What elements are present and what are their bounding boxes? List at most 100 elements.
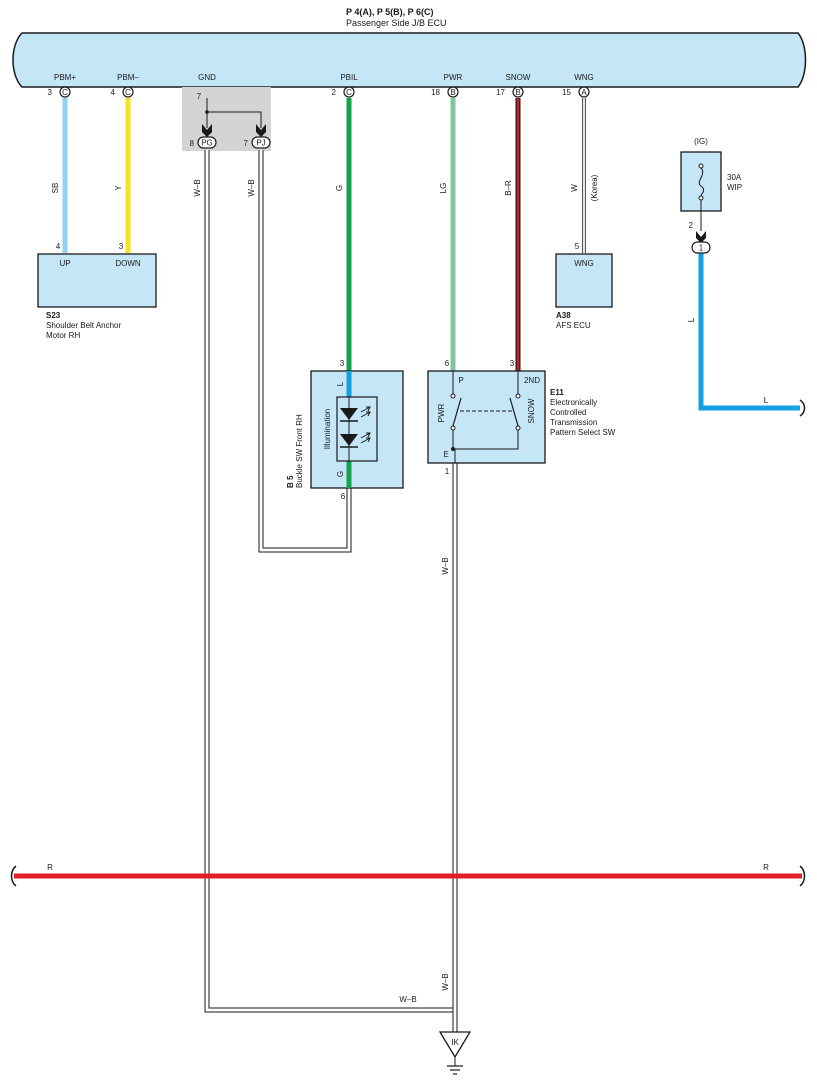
wire-label-wb-horizontal: W–B (399, 995, 416, 1004)
fuse-pin: 2 (689, 221, 694, 230)
pin-circle-wng (578, 86, 590, 98)
a38-component (555, 253, 613, 308)
e11-e-junction (451, 447, 455, 451)
e11-name-line2: Controlled (550, 408, 586, 417)
b5-pin-top: 3 (340, 359, 345, 368)
b5-illumination-label: Illumination (323, 409, 332, 449)
fuse-connector-pin: 1 (699, 244, 704, 253)
pin-conn-pbm-plus: C (62, 88, 68, 97)
ground-point-triangle (438, 1031, 472, 1059)
wire-label-l-horizontal: L (764, 396, 769, 405)
wire-label-wb-e11: W–B (441, 557, 450, 574)
pin-conn-wng: A (581, 88, 587, 97)
pin-number-pbil: 2 (332, 88, 337, 97)
s23-pin-down: 3 (119, 242, 124, 251)
wire-label-l-vertical: L (687, 317, 696, 322)
pg-connector (197, 136, 217, 149)
led-icon-2 (340, 434, 358, 446)
e11-2nd-contact (515, 393, 521, 399)
b5-component (310, 370, 404, 489)
pin-name-pbm-minus: PBM– (117, 73, 139, 82)
pin-conn-pbm-minus: C (125, 88, 131, 97)
e11-e-label: E (443, 450, 448, 459)
pin-name-snow: SNOW (506, 73, 531, 82)
s23-pin-up: 4 (56, 242, 61, 251)
wire-label-sb: SB (51, 183, 60, 194)
b5-l-label: L (336, 381, 345, 386)
b5-name: Buckle SW Front RH (295, 414, 304, 488)
ecu-body (12, 32, 807, 88)
s23-name-line2: Motor RH (46, 331, 80, 340)
led-icon-1 (340, 408, 358, 420)
e11-snow-label: SNOW (527, 398, 536, 423)
gnd-junction (205, 110, 209, 114)
b5-led-box (336, 396, 378, 462)
pin-name-wng: WNG (574, 73, 594, 82)
b5-pin-bottom: 6 (341, 492, 346, 501)
wire-label-wb-e11-lower: W–B (441, 973, 450, 990)
gnd-branch-wire (207, 111, 262, 128)
e11-snow-pivot (515, 425, 521, 431)
wire-label-r-left: R (47, 863, 53, 872)
pin-circle-pwr (447, 86, 459, 98)
fuse-amp: 30A (727, 173, 742, 182)
e11-pwr-switch-arm (452, 397, 462, 427)
pin-conn-snow: B (515, 88, 520, 97)
fuse-terminal-top (698, 163, 704, 169)
e11-name-line4: Pattern Select SW (550, 428, 616, 437)
wire-label-wb-pj: W–B (247, 179, 256, 196)
pj-terminal-arrow (256, 124, 266, 137)
ground-point-label: IK (451, 1038, 459, 1047)
pj-pin-number: 7 (244, 139, 249, 148)
pin-name-pbil: PBIL (340, 73, 358, 82)
e11-name-line3: Transmission (550, 418, 597, 427)
wire-label-wb-pg: W–B (193, 179, 202, 196)
pin-number-pbm-plus: 3 (48, 88, 53, 97)
pg-pin-number: 8 (190, 139, 195, 148)
light-emission-icon-1 (360, 406, 371, 418)
pin-number-gnd: 7 (197, 92, 202, 101)
wire-label-korea: (Korea) (590, 174, 599, 201)
pg-connector-label: PG (201, 139, 213, 148)
pin-number-wng: 15 (562, 88, 571, 97)
pj-connector-label: PJ (256, 139, 265, 148)
e11-2nd-label: 2ND (524, 376, 540, 385)
wire-label-r-right: R (763, 863, 769, 872)
pin-number-pbm-minus: 4 (111, 88, 116, 97)
b5-g-label: G (336, 471, 345, 477)
fuse-ig-label: (IG) (694, 137, 708, 146)
wire-wb-pj-outer (258, 150, 352, 553)
connector-ids: P 4(A), P 5(B), P 6(C) (346, 7, 434, 17)
a38-name: AFS ECU (556, 321, 591, 330)
fuse-name: WIP (727, 183, 742, 192)
e11-snow-switch-arm (509, 397, 519, 427)
a38-pin: 5 (575, 242, 580, 251)
s23-label-up: UP (59, 259, 70, 268)
pin-circle-pbil (343, 86, 355, 98)
e11-component (427, 370, 546, 464)
wire-wb-pg-outer (204, 150, 455, 1013)
e11-name-line1: Electronically (550, 398, 597, 407)
a38-label-wng: WNG (574, 259, 594, 268)
pin-circle-snow (512, 86, 524, 98)
pin-circle-pbm-minus (122, 86, 134, 98)
wire-r-break-left (10, 865, 17, 887)
ecu-title: Passenger Side J/B ECU (346, 18, 447, 28)
wire-wb-pj (259, 150, 351, 552)
b5-code: B 5 (286, 475, 295, 488)
wire-label-br: B–R (504, 180, 513, 196)
wire-label-y: Y (114, 185, 123, 191)
pin-name-pbm-plus: PBM+ (54, 73, 76, 82)
wire-l-break (799, 399, 806, 417)
pin-name-gnd: GND (198, 73, 216, 82)
e11-code: E11 (550, 388, 564, 397)
pin-number-snow: 17 (496, 88, 505, 97)
a38-code: A38 (556, 311, 571, 320)
light-emission-icon-2 (360, 432, 371, 444)
e11-pwr-pivot (450, 425, 456, 431)
e11-p-label: P (458, 376, 463, 385)
wire-label-g: G (335, 185, 344, 191)
fuse-icon (698, 167, 705, 197)
pin-circle-pbm-plus (59, 86, 71, 98)
s23-label-down: DOWN (115, 259, 141, 268)
